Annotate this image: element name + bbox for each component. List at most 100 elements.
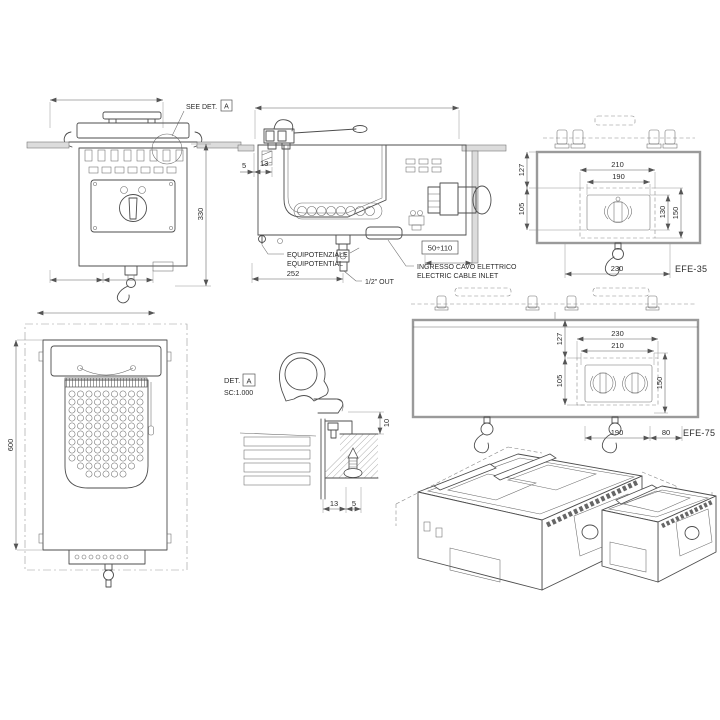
bottom-dimension	[49, 270, 154, 283]
basket-perforations	[68, 390, 144, 478]
model-label-efe35: EFE-35	[675, 264, 707, 274]
cable-inlet-en: ELECTRIC CABLE INLET	[417, 273, 499, 280]
height-dimension: 330	[175, 143, 211, 287]
cable-conduit	[471, 150, 479, 264]
svg-text:190: 190	[612, 172, 625, 181]
dim-210: 210	[580, 341, 655, 365]
indicator-lamp	[120, 186, 128, 194]
knob	[684, 526, 700, 540]
detail-ref-letter: A	[246, 377, 251, 386]
drain-outlet-label: 1/2" OUT	[343, 270, 395, 286]
well	[623, 490, 691, 513]
detail-scale: SC:1.000	[224, 390, 253, 397]
front-door	[449, 547, 501, 583]
worktop-left	[237, 144, 255, 152]
drain-lever	[117, 285, 130, 304]
drain-valve-right	[601, 416, 622, 454]
cutout-view-efe35: 210 190 127 105	[503, 86, 718, 288]
dim-105: 105	[555, 358, 585, 406]
dim-330: 330	[196, 208, 205, 221]
lid-handle	[102, 111, 162, 124]
model-label-efe75: EFE-75	[683, 428, 715, 438]
basket-hanger-rod	[148, 382, 154, 436]
control-panel	[90, 179, 176, 233]
heating-element	[297, 206, 375, 216]
width-252-dimension: 252	[251, 263, 344, 283]
thermostat-knob	[119, 194, 147, 222]
section-view: 5 13	[237, 95, 517, 295]
svg-text:127: 127	[555, 333, 564, 346]
junction-box	[152, 261, 174, 272]
motor	[427, 182, 492, 216]
dim-600: 600	[6, 439, 15, 452]
svg-text:105: 105	[517, 203, 526, 216]
cable-inlet-it: INGRESSO CAVO ELETTRICO	[417, 264, 517, 271]
detail-label: DET.	[224, 376, 240, 385]
depth-dimension: 600	[6, 339, 43, 551]
drain-assembly	[335, 234, 360, 272]
equipotential-label: EQUIPOTENZIALE EQUIPOTENTIAL	[261, 244, 348, 268]
front-door	[609, 541, 647, 573]
vent-row	[661, 499, 713, 529]
well-left	[447, 473, 537, 501]
worktop-right	[461, 144, 507, 152]
isometric-single-fryer	[601, 484, 717, 583]
element-detail	[604, 196, 632, 223]
svg-text:80: 80	[662, 428, 670, 437]
vent-slots	[84, 149, 184, 174]
cable-inlet-label: INGRESSO CAVO ELETTRICO ELECTRIC CABLE I…	[387, 239, 517, 280]
section-view-drawing: 5 13	[237, 105, 517, 286]
detail-ref-letter: A	[224, 104, 229, 111]
equipotential-terminal	[258, 234, 283, 245]
handle-grip	[352, 125, 368, 133]
fryer-top-outline	[586, 194, 651, 231]
top-width-dimension	[49, 97, 164, 128]
fixing-brackets	[411, 287, 697, 320]
front-view: SEE DET. A	[25, 86, 245, 304]
basket-handle-assembly	[263, 119, 368, 150]
dim-252: 252	[287, 269, 300, 278]
drain-valve	[103, 563, 114, 588]
vent-row	[545, 479, 640, 528]
dim-5: 5	[242, 161, 246, 170]
cutout-outline	[576, 357, 659, 406]
body	[78, 147, 188, 267]
clamp-detail	[279, 352, 344, 414]
counter-outline	[24, 323, 188, 571]
detail-a-drawing: DET. A SC:1.000	[224, 352, 391, 513]
detail-a-view: DET. A SC:1.000	[212, 337, 394, 535]
dim-190-80: 190 80	[584, 426, 683, 441]
fixing-brackets	[543, 115, 695, 149]
dim-50-110: 50÷110	[428, 244, 452, 253]
element-detail-left	[590, 372, 616, 394]
flange-block	[261, 150, 273, 166]
fry-basket	[64, 379, 149, 489]
svg-text:210: 210	[611, 160, 624, 169]
svg-text:210: 210	[611, 341, 624, 350]
svg-text:10: 10	[382, 419, 391, 427]
mounting-plate	[320, 418, 326, 500]
worktop-panel	[411, 318, 700, 419]
dim-210: 210	[579, 160, 656, 188]
svg-text:105: 105	[555, 375, 564, 388]
efe75-drawing: 230 210 127 105 150	[411, 287, 715, 454]
dim-127: 127	[555, 320, 577, 359]
svg-text:190: 190	[611, 428, 624, 437]
body-outline	[257, 144, 467, 236]
basket-handle-right	[493, 453, 557, 481]
dim-105: 105	[517, 188, 587, 231]
control-strip	[68, 549, 146, 565]
dim-13-5: 13 5	[322, 487, 362, 513]
heating-element-frame	[293, 202, 383, 220]
see-detail-callout: SEE DET. A	[151, 99, 233, 165]
detail-zone-circle	[151, 133, 183, 165]
cutout-outline	[579, 187, 656, 239]
dim-150: 150	[655, 187, 684, 239]
cable-range-dimension: 50÷110	[421, 240, 473, 267]
overall-width-dimension	[254, 105, 460, 139]
dim-150: 150	[654, 352, 668, 414]
top-view: 600	[5, 298, 210, 603]
fry-tank	[283, 144, 387, 220]
dim-230: 230	[576, 329, 659, 358]
drain-valve	[117, 265, 138, 304]
